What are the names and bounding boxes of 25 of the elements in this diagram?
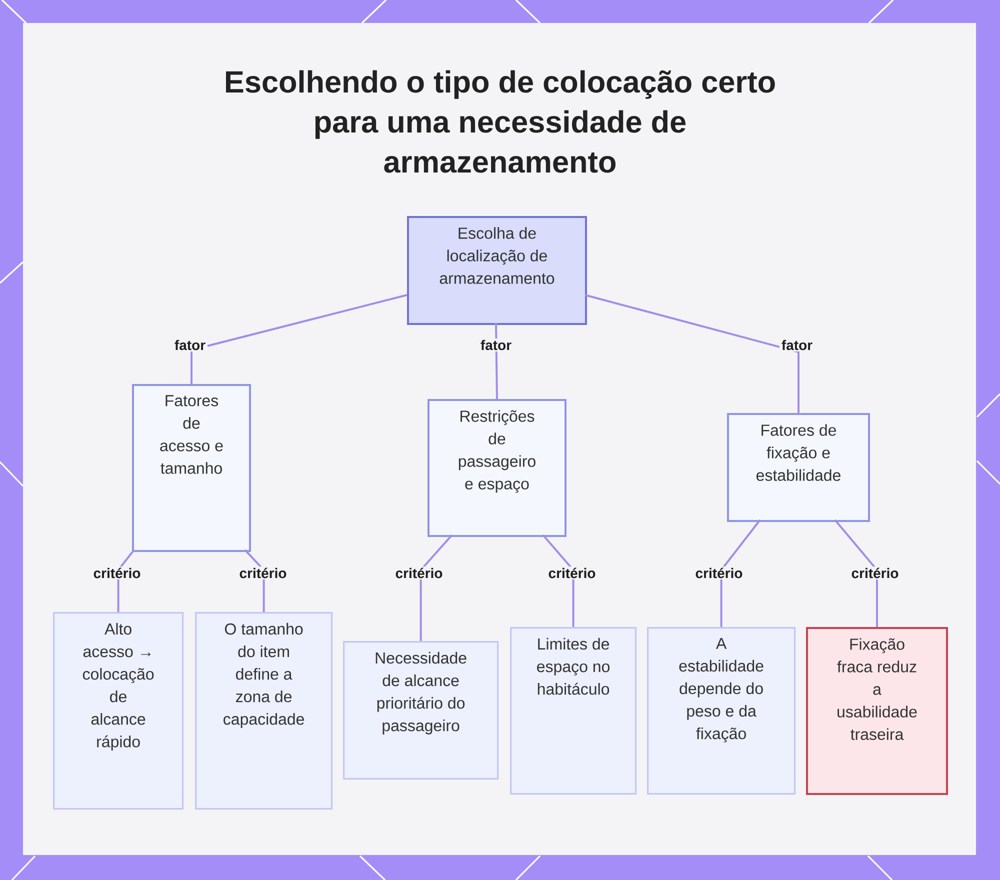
process-box: Necessidade de alcance prioritário do passageiro xyxy=(343,641,499,780)
connector-line xyxy=(834,519,878,627)
connector-line xyxy=(190,294,408,384)
edge-label: critério xyxy=(693,566,745,580)
process-box: Fatores de acesso e tamanho xyxy=(132,384,251,552)
process-box: A estabilidade depende do peso e da fixação xyxy=(647,627,796,795)
process-box: Restrições de passageiro e espaço xyxy=(428,399,566,537)
title: Escolhendo o tipo de colocação certo para uma necessidade de armazenamento xyxy=(226,70,775,173)
process-box: Alto acesso → colocação de alcance rápido xyxy=(53,612,184,810)
edge-label: critério xyxy=(546,566,598,580)
connector-line xyxy=(720,519,761,627)
connector-line xyxy=(584,294,800,413)
edge-label: critério xyxy=(91,566,143,580)
process-box: O tamanho do item define a zona de capacidade xyxy=(195,612,333,810)
connector-line xyxy=(542,534,574,627)
connector-line xyxy=(420,534,453,641)
edge-label: critério xyxy=(237,566,289,580)
edge-label: critério xyxy=(393,566,445,580)
process-box: Limites de espaço no habitáculo xyxy=(510,627,637,795)
edge-label: fator xyxy=(779,338,815,352)
edge-label: fator xyxy=(172,338,208,352)
process-box: Fixação fraca reduz a usabilidade traseira xyxy=(806,627,948,795)
edge-label: critério xyxy=(849,566,901,580)
process-box: Fatores de fixação e estabilidade xyxy=(727,413,870,522)
process-box: Escolha de localização de armazenamento xyxy=(407,216,587,325)
